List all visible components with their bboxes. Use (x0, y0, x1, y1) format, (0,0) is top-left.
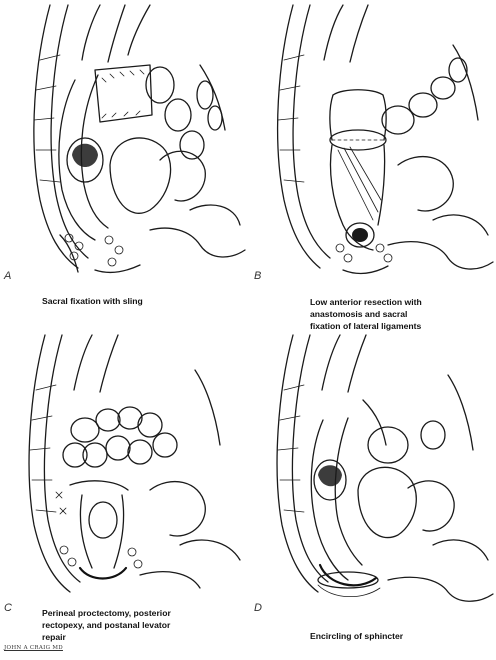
panel-caption: Perineal proctectomy, posterior rectopex… (42, 607, 171, 643)
artist-signature: JOHN A CRAIG MD (4, 645, 63, 651)
bladder-uterus (140, 482, 240, 588)
spine-bands (324, 5, 368, 62)
panel-letter: B (254, 270, 261, 282)
rectum (311, 418, 362, 580)
illustration-encircling-sphincter (248, 330, 496, 620)
pelvic-floor (388, 577, 493, 601)
rectum (59, 75, 108, 240)
caption-line: Encircling of sphincter (310, 630, 403, 642)
panel-d: D Encircling of sphincter (248, 330, 496, 660)
caption-line: Low anterior resection with (310, 296, 422, 308)
caption-line: Sacral fixation with sling (42, 295, 143, 307)
anastomosis (330, 90, 386, 150)
panel-c: C Perineal proctectomy, posterior rectop… (0, 330, 248, 660)
rectum (330, 145, 384, 250)
illustration-perineal-proctectomy (0, 330, 248, 620)
pelvic-floor (60, 546, 142, 568)
caption-line: repair (42, 631, 171, 643)
panel-letter: A (4, 270, 11, 282)
spine-bands (82, 5, 150, 62)
spine-bands (322, 335, 366, 392)
panel-b: B Low anterior resection with anastomosi… (248, 0, 496, 330)
sling (95, 65, 152, 122)
sacrum-outline (278, 5, 330, 268)
bladder-uterus (388, 157, 493, 270)
sacrum-outline (29, 335, 80, 592)
spine-bands (74, 335, 118, 392)
panel-letter: D (254, 602, 262, 614)
bladder-uterus (110, 138, 245, 257)
panel-a: A Sacral fixation with sling (0, 0, 248, 330)
caption-line: rectopexy, and postanal levator (42, 619, 171, 631)
panel-caption: Sacral fixation with sling (42, 295, 143, 307)
colon-loops (63, 370, 220, 467)
panel-caption: Encircling of sphincter (310, 630, 403, 642)
panel-caption: Low anterior resection with anastomosis … (310, 296, 422, 332)
caption-line: Perineal proctectomy, posterior (42, 607, 171, 619)
colon-loops (363, 375, 473, 463)
colon-loops (382, 45, 478, 134)
illustration-sacral-fixation (0, 0, 248, 300)
illustration-low-anterior-resection (248, 0, 496, 300)
caption-line: anastomosis and sacral (310, 308, 422, 320)
panel-letter: C (4, 602, 12, 614)
bladder-uterus (358, 467, 488, 560)
repaired-rectum (56, 481, 128, 579)
pelvic-floor (336, 244, 392, 273)
colon-loops (146, 65, 225, 159)
